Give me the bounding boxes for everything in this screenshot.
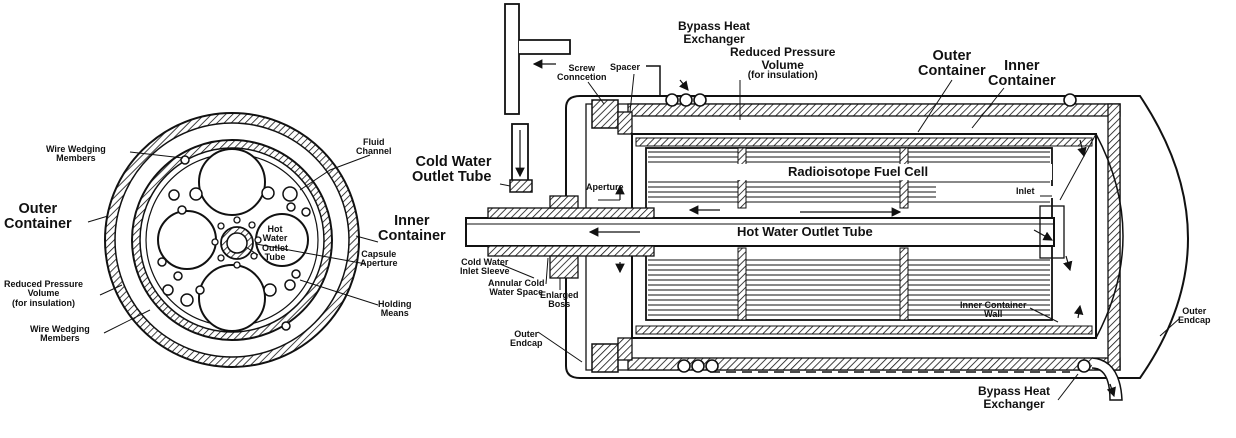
- label-hot-water-outlet: Hot Water Outlet Tube: [737, 224, 873, 239]
- fuel-cell-circle: [198, 148, 266, 216]
- cross-section-view: [87, 112, 379, 368]
- fuel-cell-circle: [157, 210, 217, 270]
- label-aperture: Aperture: [586, 182, 624, 192]
- longitudinal-section-view: [465, 3, 1189, 401]
- bypass-coils-top: [665, 93, 1077, 107]
- enlarged-boss: [549, 195, 579, 209]
- fluid-channels: [157, 186, 311, 307]
- wire-wedging-member: [281, 321, 291, 331]
- wire-wedging-member: [180, 155, 190, 165]
- longitudinal-leaders: [499, 73, 1181, 401]
- capsule-apertures: [211, 216, 262, 269]
- hot-water-outlet-tube: [465, 217, 1055, 247]
- label-inlet: Inlet: [1016, 186, 1035, 196]
- label-spacer: Spacer: [610, 62, 641, 72]
- cross-section-leaders: [87, 151, 379, 334]
- bypass-coils-bottom: [677, 359, 1091, 373]
- top-tube: [504, 3, 520, 115]
- outer-container: [565, 95, 1189, 379]
- fuel-cell-circle: [198, 264, 266, 332]
- label-fuel-cell: Radioisotope Fuel Cell: [788, 164, 929, 179]
- cold-water-inlet-sleeve: [487, 207, 655, 219]
- flow-arrows: [588, 79, 1116, 398]
